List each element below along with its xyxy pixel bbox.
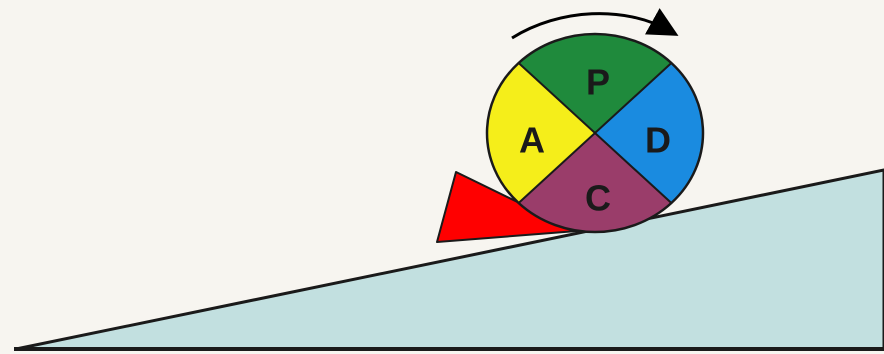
- label-c: C: [585, 178, 611, 219]
- label-a: A: [519, 120, 545, 161]
- pdca-wheel: P D C A: [487, 34, 703, 232]
- label-p: P: [586, 62, 610, 103]
- label-d: D: [645, 120, 671, 161]
